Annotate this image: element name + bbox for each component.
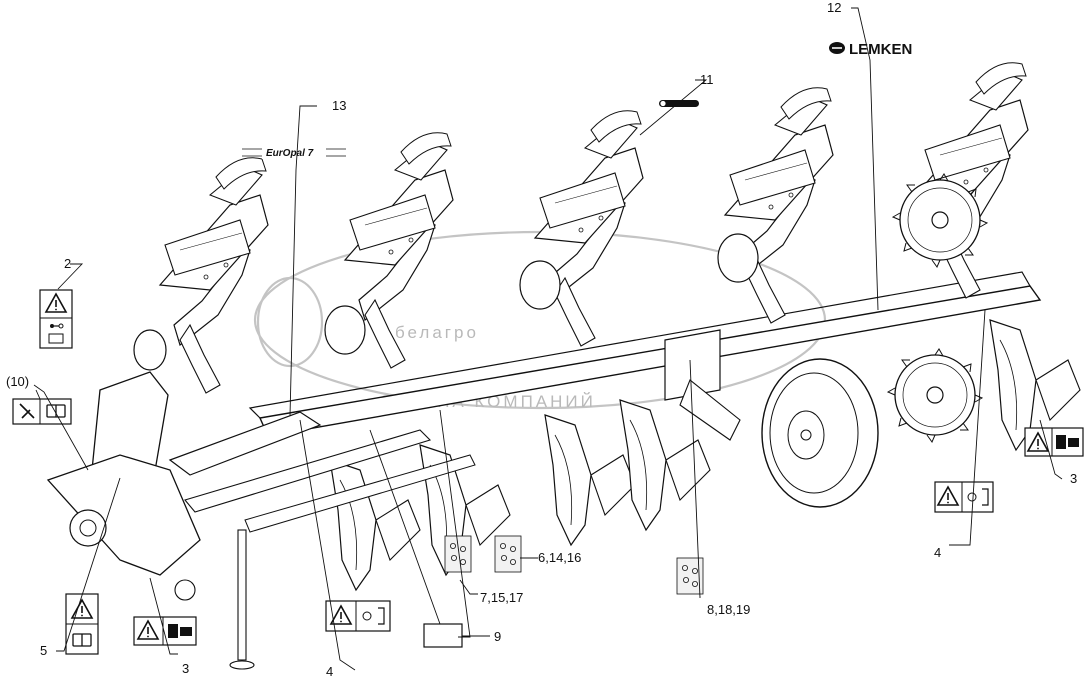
callout-13: 13: [332, 98, 346, 113]
callout-8-18-19: 8,18,19: [707, 602, 750, 617]
callout-4-left: 4: [326, 664, 333, 679]
callout-11: 11: [700, 72, 714, 87]
lubrication-points-icon: [444, 535, 472, 573]
decal-5: [65, 593, 99, 655]
decal-2: [39, 289, 73, 349]
tool-book-icon: [19, 403, 35, 419]
callout-6-14-16: 6,14,16: [538, 550, 581, 565]
callout-3-right: 3: [1070, 471, 1077, 486]
decal-10: [12, 398, 72, 425]
callout-7-15-17: 7,15,17: [480, 590, 523, 605]
callout-12: 12: [827, 0, 841, 15]
callout-4-right: 4: [934, 545, 941, 560]
lubrication-plates: [444, 535, 704, 595]
read-manual-icon: [48, 333, 64, 344]
headstock: [46, 371, 476, 670]
lemken-logo: LEMKEN: [829, 41, 912, 58]
callout-9: 9: [494, 629, 501, 644]
europal-badge: EurOpal 7: [242, 146, 346, 159]
decal-4-right: [934, 481, 994, 513]
callout-numbers: 2 (10) 5 3 4 13 11 12 9 7,15,17 6,14,16 …: [6, 0, 1077, 679]
callout-10: (10): [6, 374, 29, 389]
europal-model-text: EurOpal 7: [266, 148, 314, 159]
decal-9: [423, 623, 463, 648]
callout-3-left: 3: [182, 661, 189, 676]
decal-3-right: [1024, 427, 1084, 457]
skimmer-heads: [133, 233, 759, 371]
lubrication-points-icon: [494, 535, 522, 573]
callout-2: 2: [64, 256, 71, 271]
small-decal-11: [659, 100, 699, 107]
leader-lines: [33, 7, 1063, 671]
decal-4-left: [325, 600, 391, 632]
lemken-brand-text: LEMKEN: [849, 41, 912, 58]
depth-wheel: [664, 329, 879, 508]
callout-5: 5: [40, 643, 47, 658]
watermark-logo-text: белагро: [395, 323, 479, 342]
decal-3-left: [133, 616, 197, 646]
